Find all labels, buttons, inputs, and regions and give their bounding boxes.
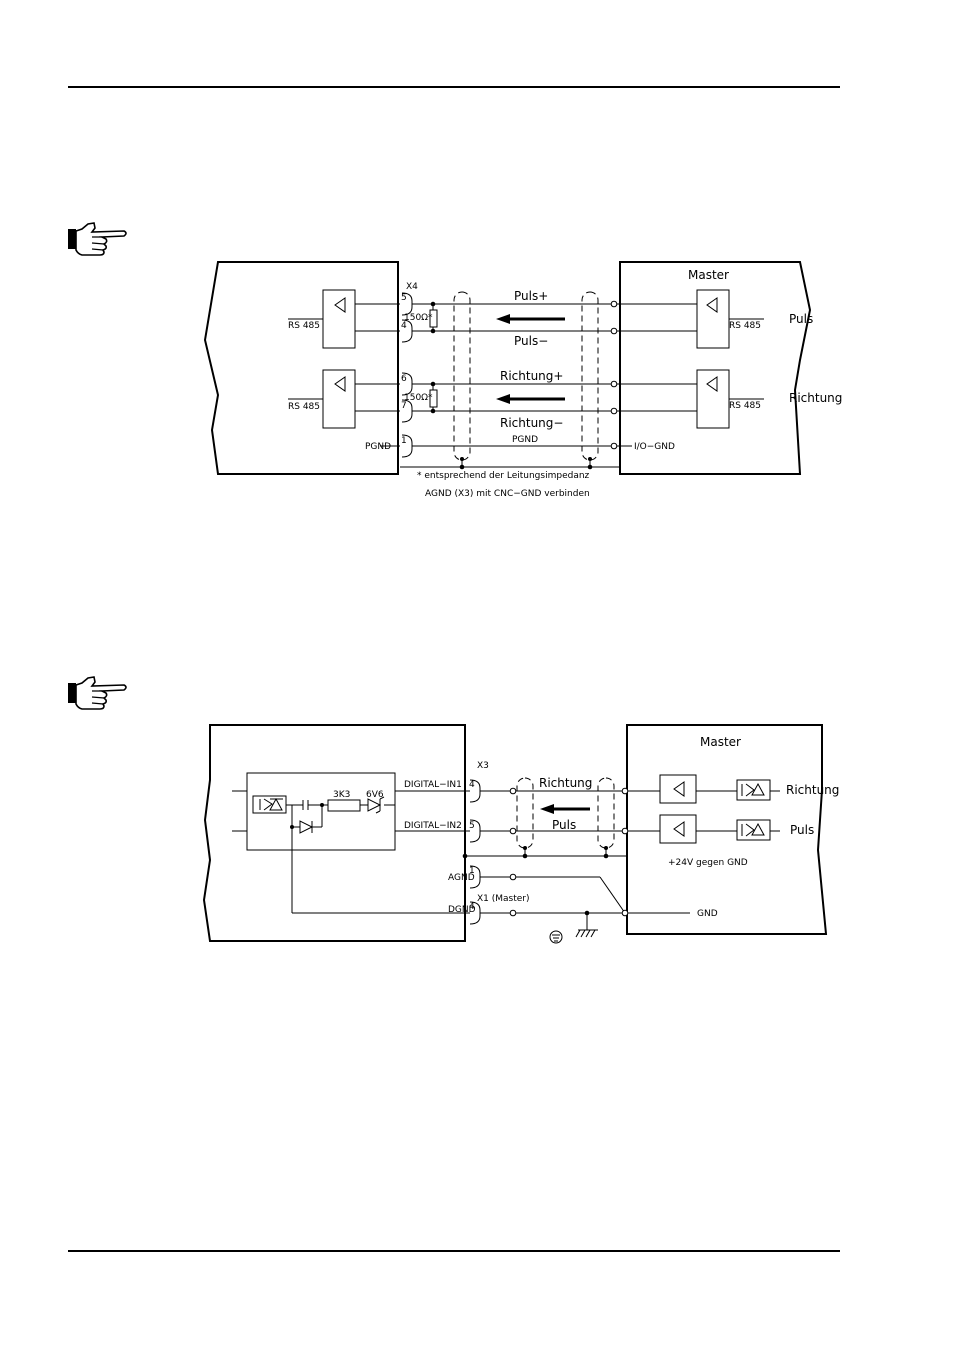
pin-number: 4 (469, 780, 475, 790)
rs485-label: RS 485 (288, 321, 320, 331)
signal-name: Richtung (789, 391, 842, 405)
supply-label: +24V gegen GND (668, 858, 748, 868)
cable-shield (453, 291, 471, 461)
wire-label: Richtung+ (500, 369, 563, 383)
drive-device-outline (202, 724, 466, 942)
svg-text:3K3: 3K3 (333, 790, 350, 800)
driver-block (659, 774, 697, 804)
rs485-label: RS 485 (288, 402, 320, 412)
driver-block (696, 289, 730, 349)
driver-block (696, 369, 730, 429)
earth-ground-icon (549, 930, 563, 944)
cable-shield (516, 777, 534, 849)
wire-label: Puls (552, 818, 576, 832)
connector-label: X3 (477, 761, 489, 771)
wiring-diagram-opto: 3K3 6V6 DIGITAL−IN1 DIGITAL−IN2 AGND DGN… (202, 724, 839, 944)
footnote: * entsprechend der Leitungsimpedanz (417, 471, 590, 481)
cable-shield (581, 291, 599, 461)
direction-arrow (496, 314, 510, 324)
direction-arrow (540, 804, 554, 814)
wiring-diagram-rs485: RS 485 RS 485 X4 5 4 6 7 1 PGND 150Ω* 15… (203, 261, 842, 499)
master-device-outline (626, 724, 828, 935)
pin-number: 6 (401, 374, 407, 384)
direction-arrow (496, 394, 510, 404)
rs485-label: RS 485 (729, 321, 761, 331)
dgnd-label: DGND (448, 905, 476, 915)
optocoupler (736, 779, 771, 801)
cable-shield (597, 777, 615, 849)
pin-number: 1 (401, 436, 407, 446)
connector-label: X4 (406, 282, 418, 292)
optocoupler (736, 819, 771, 841)
signal-name: Puls (790, 823, 814, 837)
pin-number: 5 (401, 293, 407, 303)
receiver-block (322, 369, 356, 429)
pin-number: 4 (401, 321, 407, 331)
agnd-label: AGND (448, 873, 475, 883)
wire-label: Puls− (514, 334, 548, 348)
signal-name: Richtung (786, 783, 839, 797)
pin-number: 5 (469, 821, 475, 831)
driver-block (659, 814, 697, 844)
svg-text:6V6: 6V6 (366, 790, 384, 800)
pin-number: 7 (401, 401, 407, 411)
master-device-outline (619, 261, 812, 475)
master-label: Master (700, 735, 741, 749)
rs485-label: RS 485 (729, 401, 761, 411)
wire-label: Richtung− (500, 416, 563, 430)
opto-input-circuit (246, 772, 396, 851)
footnote: AGND (X3) mit CNC−GND verbinden (425, 489, 590, 499)
svg-text:150Ω*: 150Ω* (404, 313, 433, 323)
gnd-label: GND (697, 909, 718, 919)
wire-label: Richtung (539, 776, 592, 790)
master-label: Master (688, 268, 729, 282)
hand-pointer-icon (67, 676, 127, 710)
wire-label: Puls+ (514, 289, 548, 303)
input-label: DIGITAL−IN2 (404, 821, 462, 831)
pin-number: 1 (469, 866, 475, 876)
signal-name: Puls (789, 312, 813, 326)
wire-label: PGND (512, 435, 538, 445)
io-gnd-label: I/O−GND (634, 442, 675, 452)
input-label: DIGITAL−IN1 (404, 780, 462, 790)
receiver-block (322, 289, 356, 349)
svg-text:150Ω*: 150Ω* (404, 393, 433, 403)
pgnd-label: PGND (365, 442, 391, 452)
hand-pointer-icon (67, 222, 127, 256)
connector-label: X1 (Master) (477, 894, 530, 904)
resistor (327, 799, 361, 812)
drive-device-outline (203, 261, 399, 475)
pin-number: 4 (469, 902, 475, 912)
